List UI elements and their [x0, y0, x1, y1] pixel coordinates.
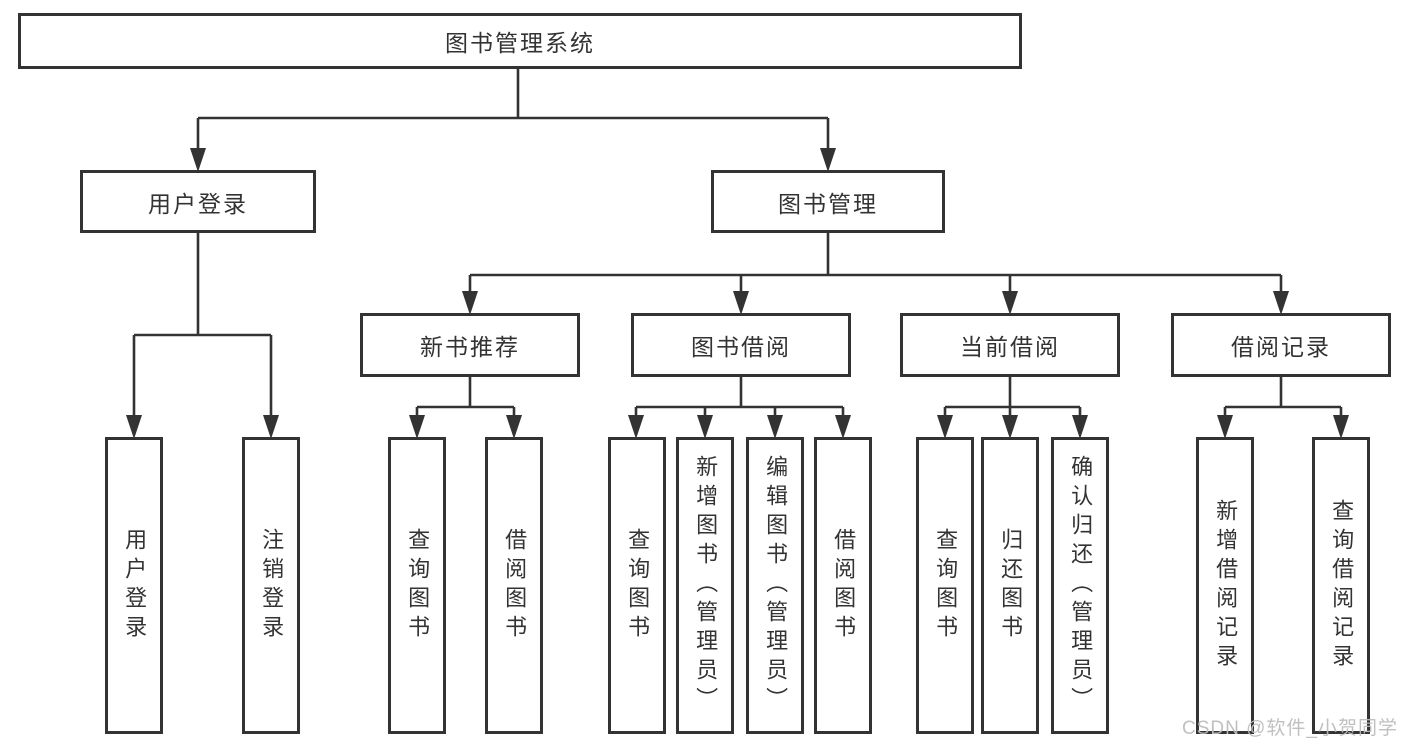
leaf-add-borrow-record: 新增借阅记录: [1196, 437, 1254, 734]
arrowhead-icon: [1002, 415, 1018, 439]
leaf-query-books-newbook: 查询图书: [388, 437, 446, 734]
arrowhead-icon: [1217, 415, 1233, 439]
arrowhead-icon: [1273, 291, 1289, 315]
arrowhead-icon: [628, 415, 644, 439]
arrowhead-icon: [767, 415, 783, 439]
node-user-login: 用户登录: [80, 170, 316, 233]
leaf-label: 查询图书: [405, 527, 431, 644]
node-new-book-recommend: 新书推荐: [360, 313, 580, 377]
connector-borrow-records-branch: [1223, 377, 1343, 421]
leaf-add-book-admin: 新增图书（管理员）: [676, 437, 734, 734]
leaf-label: 查询图书: [625, 527, 651, 644]
leaf-logout: 注销登录: [242, 437, 300, 734]
leaf-label: 注销登录: [259, 527, 285, 644]
leaf-label: 归还图书: [998, 527, 1024, 644]
leaf-label: 确认归还（管理员）: [1068, 455, 1094, 716]
leaf-borrow-books-borrow: 借阅图书: [814, 437, 872, 734]
arrowhead-icon: [820, 148, 836, 172]
arrowhead-icon: [733, 291, 749, 315]
arrowhead-icon: [462, 291, 478, 315]
arrowhead-icon: [263, 415, 279, 439]
leaf-label: 借阅图书: [831, 527, 857, 644]
node-borrow-records: 借阅记录: [1171, 313, 1391, 377]
connector-user-login-branch: [132, 233, 273, 421]
arrowhead-icon: [835, 415, 851, 439]
arrowhead-icon: [937, 415, 953, 439]
leaf-label: 用户登录: [122, 527, 148, 644]
leaf-borrow-books-newbook: 借阅图书: [485, 437, 543, 734]
connector-book-borrow-branch: [634, 377, 845, 421]
connector-root-to-level2: [196, 68, 830, 154]
arrowhead-icon: [506, 415, 522, 439]
arrowhead-icon: [1002, 291, 1018, 315]
leaf-user-login: 用户登录: [105, 437, 163, 734]
arrowhead-icon: [409, 415, 425, 439]
leaf-edit-book-admin: 编辑图书（管理员）: [746, 437, 804, 734]
node-book-borrow: 图书借阅: [631, 313, 851, 377]
leaf-label: 新增借阅记录: [1213, 498, 1239, 673]
arrowhead-icon: [1333, 415, 1349, 439]
leaf-label: 新增图书（管理员）: [693, 455, 719, 716]
csdn-watermark: CSDN @软件_小贺同学: [1182, 718, 1398, 739]
leaf-query-borrow-record: 查询借阅记录: [1312, 437, 1370, 734]
arrowhead-icon: [126, 415, 142, 439]
arrowhead-icon: [1072, 415, 1088, 439]
node-root-system: 图书管理系统: [18, 13, 1022, 69]
node-current-borrow: 当前借阅: [900, 313, 1120, 377]
arrowhead-icon: [697, 415, 713, 439]
leaf-query-books-borrow: 查询图书: [608, 437, 666, 734]
leaf-confirm-return-admin: 确认归还（管理员）: [1051, 437, 1109, 734]
leaf-return-book: 归还图书: [981, 437, 1039, 734]
leaf-label: 借阅图书: [502, 527, 528, 644]
arrowhead-icon: [190, 148, 206, 172]
connector-new-book-branch: [415, 377, 516, 421]
connector-book-management-branch: [468, 233, 1283, 297]
leaf-label: 查询图书: [933, 527, 959, 644]
leaf-label: 编辑图书（管理员）: [763, 455, 789, 716]
node-book-management: 图书管理: [711, 170, 945, 233]
leaf-query-books-current: 查询图书: [916, 437, 974, 734]
connector-current-borrow-branch: [943, 377, 1082, 421]
leaf-label: 查询借阅记录: [1329, 498, 1355, 673]
